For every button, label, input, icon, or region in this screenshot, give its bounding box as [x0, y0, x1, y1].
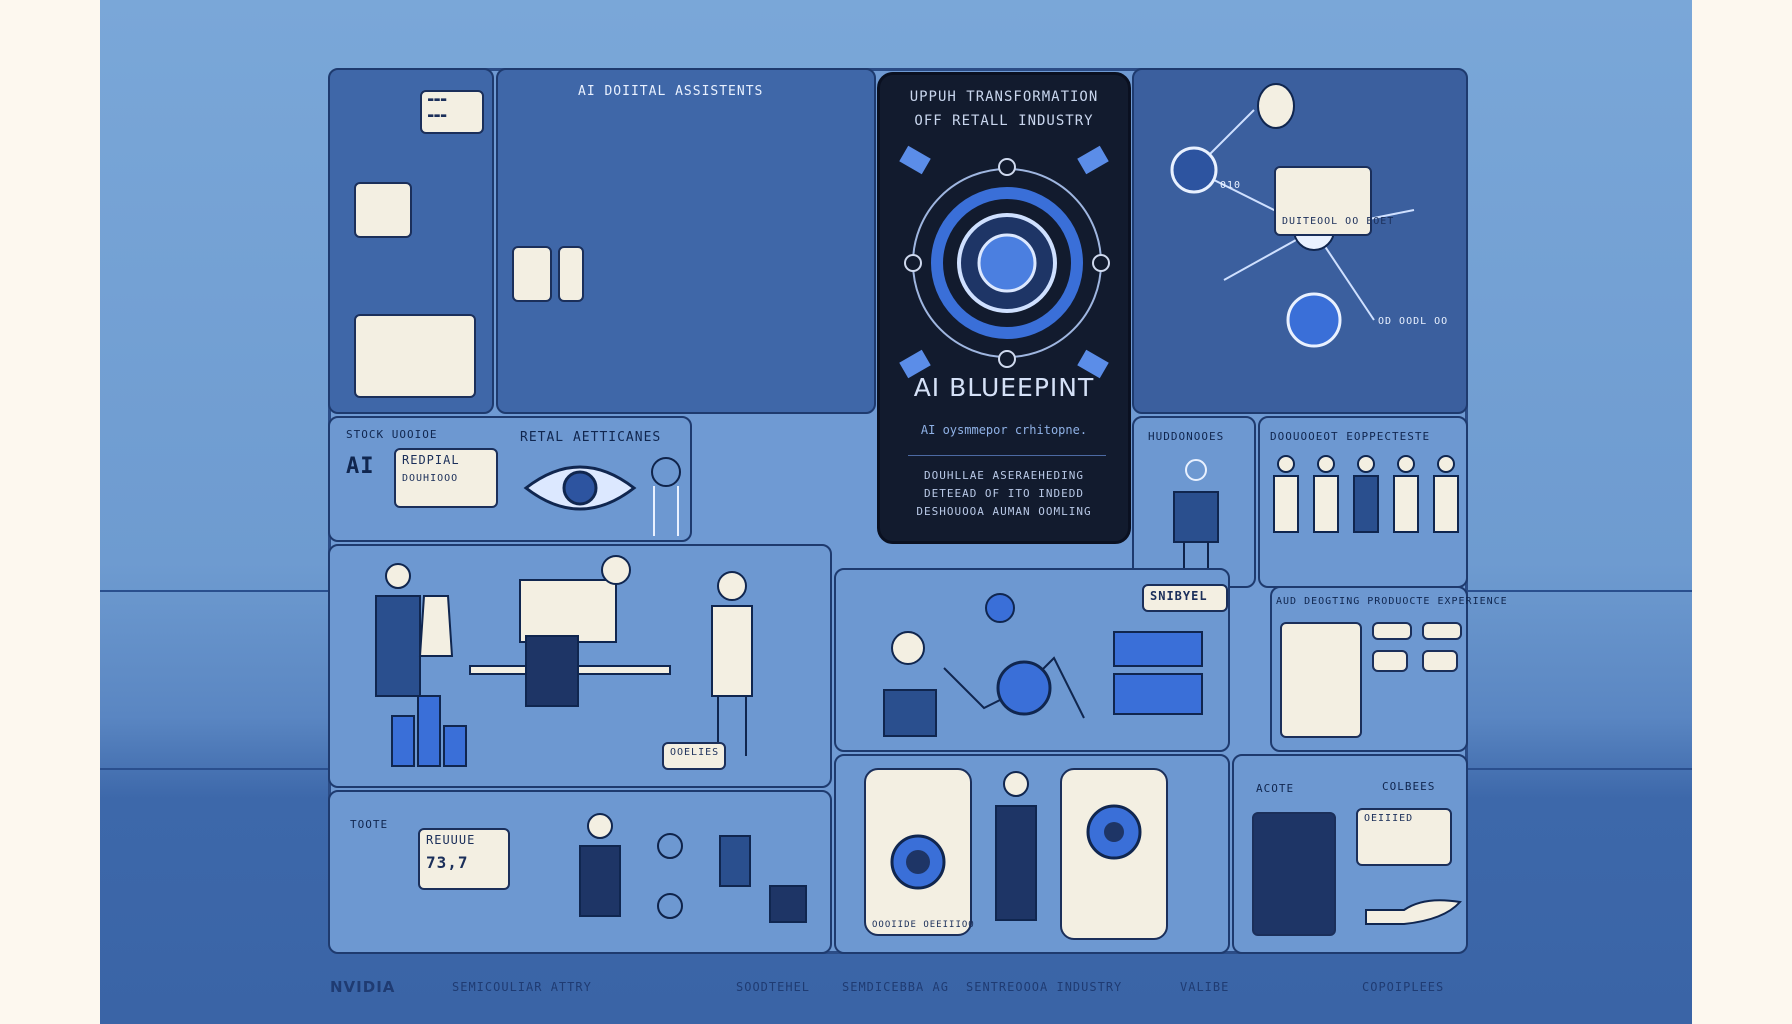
chip-frame-icon [1252, 812, 1336, 936]
sales-label: OOELIES [670, 747, 720, 758]
center-title: AI BLUEEPINT [913, 373, 1095, 402]
panel-huddonoes: HUDDONOOES [1132, 416, 1256, 588]
colbees-label: COLBEES [1382, 780, 1436, 793]
retail-label: RETAL AETTICANES [520, 430, 662, 445]
footer-item-5: VALIBE [1180, 980, 1230, 994]
panel-product-experience: AUD DEOGTING PRODUOCTE EXPERIENCE [1270, 586, 1507, 752]
panel-smart-shelf: SNIBYEL [834, 568, 1230, 752]
bubble-card [1372, 650, 1408, 672]
hand-icon [1365, 899, 1462, 925]
phone-caption: OOOIIDE OEEIIIOO [872, 920, 975, 930]
center-desc-line1: DOUHLLAE ASERAEHEDING [923, 469, 1085, 482]
acote-label: ACOTE [1256, 782, 1295, 795]
store-scene-icon [375, 555, 753, 767]
product-top-label: DOOUOOEOT EOPPECTESTE [1270, 430, 1431, 443]
digital-assistants-label: AI DOIITAL ASSISTENTS [578, 84, 764, 99]
doc-card [512, 246, 552, 302]
footer-item-3: SEMDICEBBA AG [842, 980, 949, 994]
divider [908, 455, 1106, 456]
retail-card-line2: DOUHIOOO [402, 473, 459, 484]
panel-top-left: ▬▬▬▬▬▬ [328, 68, 494, 414]
hook-icon [651, 457, 681, 536]
center-subtitle: AI oysmmepor crhitopne. [920, 423, 1088, 437]
info-bubble: DUITEOOL OO EOET [1274, 166, 1395, 236]
doc-card [558, 246, 584, 302]
assistant-person-icon [995, 771, 1037, 921]
sales-card: OOELIES [662, 742, 726, 770]
shibyel-label: SNIBYEL [1150, 589, 1208, 603]
person-icon [1173, 459, 1219, 574]
diamond-card [354, 182, 412, 238]
panel-tote-revenue: TOOTE REUUUE 73,7 [328, 790, 832, 954]
eye-icon [523, 465, 637, 511]
stock-label: STOCK UOOIOE [346, 428, 438, 441]
center-heading-line2: OFF RETALL INDUSTRY [914, 113, 1094, 129]
network-diagram-icon [1170, 83, 1415, 348]
panel-digital-assistants: AI DOIITAL ASSISTENTS [496, 68, 876, 414]
quote-bubble: OEIIIED [1356, 808, 1452, 866]
shibyel-card: SNIBYEL [1142, 584, 1228, 612]
revenue-card: REUUUE 73,7 [418, 828, 510, 890]
speech-card: ▬▬▬▬▬▬ [420, 90, 484, 134]
footer-item-1: SEMICOULIAR ATTRY [452, 980, 592, 994]
panel-phones: OOOIIDE OEEIIIOO [834, 754, 1230, 954]
panel-store-workers: OOELIES [328, 544, 832, 788]
laptop-icon [354, 314, 476, 398]
monitor-card: REDPIAL DOUHIOOO [394, 448, 498, 508]
scan-icon [890, 834, 946, 890]
quote-card-text: OEIIIED [1364, 813, 1414, 824]
product-exp-label: AUD DEOGTING PRODUOCTE EXPERIENCE [1276, 596, 1508, 607]
panel-stock-retail: STOCK UOOIOE AI RETAL AETTICANES REDPIAL… [328, 416, 692, 542]
od-label: OD OODL OO [1378, 316, 1449, 327]
people-row-icon [1273, 455, 1459, 533]
retail-card-line1: REDPIAL [402, 453, 460, 467]
huddonoes-label: HUDDONOOES [1148, 430, 1225, 443]
product-sheet [1280, 622, 1362, 738]
center-desc-line2: DETEEAD OF ITO INDEDD [923, 487, 1085, 500]
footer-brand: NVIDIA [330, 978, 396, 996]
revenue-label: REUUUE [426, 833, 476, 847]
bubble-card [1422, 650, 1458, 672]
number-label: 010 [1220, 180, 1242, 191]
ai-chip-icon [899, 145, 1110, 379]
smart-shelf-icon [883, 593, 1203, 737]
bottom-icons [579, 813, 807, 923]
center-heading-line1: UPPUH TRANSFORMATION [909, 89, 1099, 105]
footer-item-4: SENTREOOOA INDUSTRY [966, 980, 1123, 994]
eye-scan-icon [1086, 804, 1142, 860]
revenue-value: 73,7 [426, 853, 469, 872]
stock-ai-label: AI [346, 454, 375, 479]
tote-label: TOOTE [350, 818, 389, 831]
footer-item-6: COPOIPLEES [1362, 980, 1445, 994]
panel-product-top: DOOUOOEOT EOPPECTESTE [1258, 416, 1468, 588]
tag-card [1422, 622, 1462, 640]
background-stage: ▬▬▬▬▬▬ AI DOIITAL ASSISTENTS UPPUH TRANS… [100, 0, 1692, 1024]
bubble-caption: DUITEOOL OO EOET [1282, 216, 1395, 227]
tag-card [1372, 622, 1412, 640]
panel-top-right: DUITEOOL OO EOET OD OODL OO 010 [1132, 68, 1468, 414]
panel-acote-colbees: ACOTE COLBEES OEIIIED [1232, 754, 1468, 954]
footer-item-2: SOODTEHEL [736, 980, 811, 994]
center-desc-line3: DESHOUOOA AUMAN OOMLING [916, 505, 1092, 518]
